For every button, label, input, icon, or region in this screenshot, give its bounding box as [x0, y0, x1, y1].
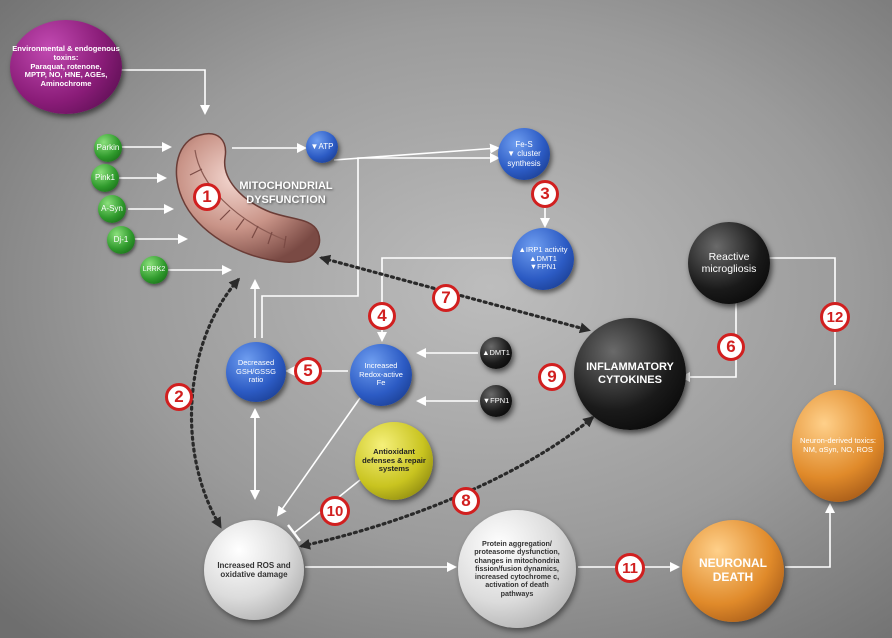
protein-line5: increased cytochrome c, — [474, 572, 560, 582]
gsh-node: Decreased GSH/GSSG ratio — [226, 342, 286, 402]
protein-node: Protein aggregation/ proteasome dysfunct… — [458, 510, 576, 628]
neuronal-death-node: NEURONAL DEATH — [682, 520, 784, 622]
arrow-death-to-neuronderived — [785, 503, 835, 568]
gene-asyn: A-Syn — [98, 195, 126, 223]
gsh-line3: ratio — [248, 375, 264, 385]
fe-line1: Increased — [364, 361, 398, 371]
step-badge-4: 4 — [368, 302, 396, 330]
microgliosis-line2: microgliosis — [701, 263, 757, 275]
irp-line1: ▲IRP1 activity — [518, 245, 568, 255]
gene-dj1: Dj-1 — [107, 226, 135, 254]
neuronal-death-line1: NEURONAL — [699, 556, 767, 571]
step-badge-9-label: 9 — [547, 367, 557, 386]
antioxidant-line1: Antioxidant — [373, 446, 415, 456]
gene-pink1: Pink1 — [91, 164, 119, 192]
dmt1-node: ▲DMT1 — [480, 337, 512, 369]
step-badge-12: 12 — [820, 302, 850, 332]
dmt1-label: ▲DMT1 — [482, 347, 510, 357]
gsh-line1: Decreased — [237, 358, 275, 368]
protein-line3: changes in mitochondria — [474, 555, 560, 565]
atp-node: ▼ATP — [306, 131, 338, 163]
step-badge-2-label: 2 — [174, 387, 184, 406]
fes-line2: ▼ cluster — [507, 149, 541, 159]
cytokines-node: INFLAMMATORY CYTOKINES — [574, 318, 686, 430]
ros-line1: Increased ROS and — [217, 560, 291, 570]
toxins-line1: Paraquat, rotenone, — [30, 61, 102, 71]
step-badge-7: 7 — [432, 284, 460, 312]
step-badge-4-label: 4 — [377, 306, 387, 325]
antioxidant-node: Antioxidant defenses & repair systems — [355, 422, 433, 500]
gene-asyn-label: A-Syn — [101, 204, 123, 214]
toxins-title: Environmental & endogenous toxins: — [12, 44, 120, 62]
fes-line1: Fe-S — [515, 140, 533, 150]
fes-line3: synthesis — [507, 158, 541, 168]
step-badge-5-label: 5 — [303, 361, 313, 380]
fes-node: Fe-S ▼ cluster synthesis — [498, 128, 550, 180]
protein-line2: proteasome dysfunction, — [474, 547, 560, 557]
antioxidant-inhibition-bar — [287, 524, 301, 542]
arrow-set — [118, 69, 836, 572]
atp-label: ▼ATP — [310, 142, 334, 152]
neuronal-death-line2: DEATH — [712, 570, 754, 584]
arrow-neuronderived-to-microglia — [743, 253, 836, 385]
step-badge-6: 6 — [717, 333, 745, 361]
step-badge-3-label: 3 — [540, 184, 550, 203]
microgliosis-node: Reactive microgliosis — [688, 222, 770, 304]
mitochondrion-image — [175, 133, 321, 263]
fe-node: Increased Redox-active Fe — [350, 344, 412, 406]
fe-line3: Fe — [376, 378, 386, 388]
toxins-line2: MPTP, NO, HNE, AGEs, — [24, 70, 108, 80]
microgliosis-line1: Reactive — [708, 250, 750, 263]
step-badge-9: 9 — [538, 363, 566, 391]
gene-lrrk2: LRRK2 — [140, 256, 168, 284]
mito-label-line1: MITOCHONDRIAL — [239, 180, 333, 192]
step-badge-6-label: 6 — [726, 337, 736, 356]
gene-lrrk2-label: LRRK2 — [142, 265, 166, 273]
irp-line2: ▲DMT1 — [529, 253, 557, 263]
neuronderived-line2: NM, αSyn, NO, ROS — [803, 445, 873, 454]
step-badge-5: 5 — [294, 357, 322, 385]
arrow-microglia-to-cytokines — [680, 303, 737, 382]
step-badge-2: 2 — [165, 383, 193, 411]
fpn1-node: ▼FPN1 — [480, 385, 512, 417]
step-badge-10: 10 — [320, 496, 350, 526]
irp-node: ▲IRP1 activity ▲DMT1 ▼FPN1 — [512, 228, 574, 290]
gene-parkin: Parkin — [94, 134, 122, 162]
step-badge-11: 11 — [615, 553, 645, 583]
step-badge-3: 3 — [531, 180, 559, 208]
irp-line3: ▼FPN1 — [529, 262, 557, 272]
toxins-node: Environmental & endogenous toxins: Paraq… — [10, 20, 122, 114]
mito-label-line2: DYSFUNCTION — [246, 193, 326, 206]
ros-line2: oxidative damage — [220, 570, 288, 579]
mito-label: MITOCHONDRIAL DYSFUNCTION — [226, 180, 346, 208]
step-badge-1: 1 — [193, 183, 221, 211]
protein-line4: fission/fusion dynamics, — [475, 563, 559, 573]
neuronderived-line1: Neuron-derived toxics: — [800, 436, 876, 446]
protein-line6: activation of death — [485, 580, 549, 590]
antioxidant-line3: systems — [378, 464, 410, 474]
gene-parkin-label: Parkin — [96, 143, 120, 153]
step-badge-8-label: 8 — [461, 491, 471, 510]
protein-line1: Protein aggregation/ — [482, 539, 552, 549]
cytokines-line1: INFLAMMATORY — [586, 361, 674, 374]
step-badge-8: 8 — [452, 487, 480, 515]
neuronderived-node: Neuron-derived toxics: NM, αSyn, NO, ROS — [792, 390, 884, 502]
step-badge-11-label: 11 — [622, 559, 638, 577]
step-badge-7-label: 7 — [441, 288, 451, 307]
gene-dj1-label: Dj-1 — [113, 235, 129, 245]
step-badge-1-label: 1 — [202, 187, 212, 206]
step-badge-12-label: 12 — [826, 308, 844, 326]
fpn1-label: ▼FPN1 — [482, 395, 510, 405]
toxins-line3: Aminochrome — [40, 79, 92, 89]
ros-node: Increased ROS and oxidative damage — [204, 520, 304, 620]
gsh-line2: GSH/GSSG — [235, 366, 276, 376]
fe-line2: Redox-active — [359, 369, 403, 379]
protein-line7: pathways — [500, 588, 534, 598]
gene-pink1-label: Pink1 — [94, 173, 115, 183]
step-badge-10-label: 10 — [326, 502, 344, 520]
cytokines-line2: CYTOKINES — [598, 374, 662, 386]
antioxidant-line2: defenses & repair — [362, 455, 426, 465]
arrow-toxins-to-mito — [120, 69, 210, 115]
